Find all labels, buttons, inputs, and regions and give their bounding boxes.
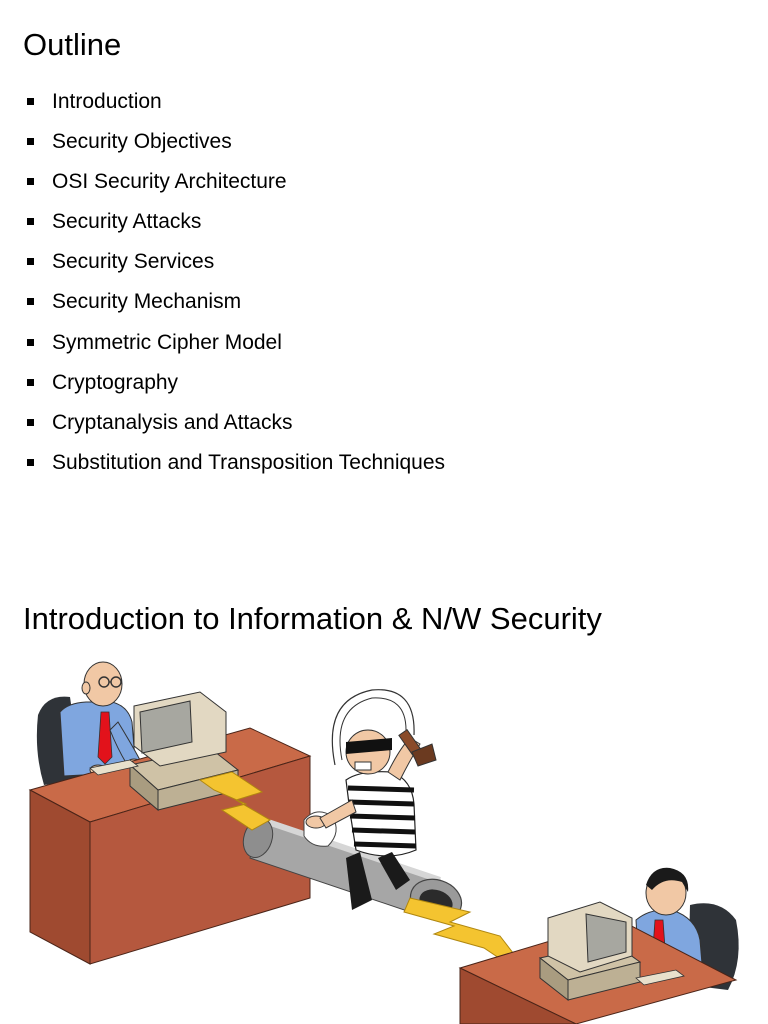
list-item: Cryptanalysis and Attacks [0, 409, 768, 449]
bullet-icon [27, 458, 34, 466]
list-item: OSI Security Architecture [0, 168, 768, 208]
bullet-icon [27, 418, 34, 426]
list-item-label: Substitution and Transposition Technique… [52, 450, 446, 474]
list-item-label: Introduction [52, 90, 162, 113]
outline-list: Introduction Security Objectives OSI Sec… [0, 88, 768, 489]
bullet-icon [27, 178, 34, 186]
bullet-icon [27, 338, 34, 346]
attacker-figure [305, 689, 437, 910]
list-item-label: Symmetric Cipher Model [52, 330, 282, 354]
list-item-label: Security Services [52, 250, 215, 274]
list-item: Security Attacks [0, 208, 768, 248]
bullet-icon [27, 298, 34, 306]
list-item-label: Security Mechanism [52, 290, 242, 314]
list-item: Security Mechanism [0, 288, 768, 328]
list-item: Security Services [0, 248, 768, 288]
list-item: Cryptography [0, 369, 768, 409]
list-item-label: Cryptography [52, 370, 179, 394]
list-item-label: OSI Security Architecture [52, 170, 287, 194]
list-item: Substitution and Transposition Technique… [0, 449, 768, 489]
list-item-label: Security Objectives [52, 130, 232, 154]
network-eavesdropping-illustration [28, 661, 739, 1024]
computer-icon [89, 691, 240, 812]
bullet-icon [27, 138, 34, 146]
bullet-icon [27, 258, 34, 266]
list-item: Security Objectives [0, 128, 768, 168]
outline-title: Outline [23, 27, 122, 62]
bullet-icon [27, 378, 34, 386]
list-item-label: Security Attacks [52, 210, 202, 234]
list-item: Introduction [0, 88, 768, 128]
bullet-icon [27, 218, 34, 226]
bullet-icon [27, 98, 34, 105]
intro-title: Introduction to Information & N/W Securi… [23, 601, 602, 636]
list-item-label: Cryptanalysis and Attacks [52, 410, 293, 434]
lightning-bolt [198, 771, 521, 969]
computer-icon [538, 901, 685, 1002]
list-item: Symmetric Cipher Model [0, 329, 768, 369]
